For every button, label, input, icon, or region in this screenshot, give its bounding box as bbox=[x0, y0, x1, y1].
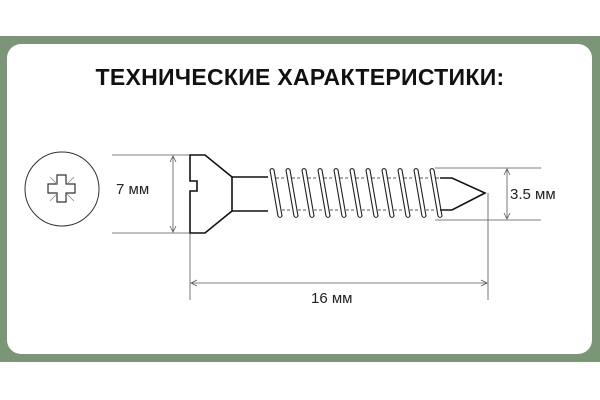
content-panel bbox=[7, 44, 592, 354]
thread-coil bbox=[349, 167, 363, 219]
thread-coil bbox=[269, 167, 283, 219]
thread-coil bbox=[365, 167, 379, 219]
head-dimension-lines bbox=[112, 154, 200, 234]
thread-coil bbox=[285, 167, 299, 219]
screw-body bbox=[189, 154, 487, 234]
thread-diameter-label: 3.5 мм bbox=[510, 186, 556, 203]
thread-coil bbox=[333, 167, 347, 219]
thread-core-line bbox=[292, 177, 306, 211]
head-diameter-label: 7 мм bbox=[116, 181, 150, 198]
thread-coil bbox=[429, 167, 443, 219]
thread-core-line bbox=[324, 177, 338, 211]
thread-coil bbox=[317, 167, 331, 219]
length-label: 16 мм bbox=[311, 290, 353, 307]
thread-core-line bbox=[388, 177, 402, 211]
thread-coil bbox=[301, 167, 315, 219]
screw-threads bbox=[269, 167, 450, 219]
thread-core-line bbox=[276, 177, 290, 211]
thread-core-line bbox=[356, 177, 370, 211]
thread-core-line bbox=[372, 177, 386, 211]
thread-dimension-lines bbox=[435, 167, 541, 221]
thread-coil bbox=[413, 167, 427, 219]
thread-core-line bbox=[340, 177, 354, 211]
page-title: ТЕХНИЧЕСКИЕ ХАРАКТЕРИСТИКИ: bbox=[95, 64, 505, 90]
thread-coil bbox=[381, 167, 395, 219]
length-dimension-lines bbox=[189, 193, 489, 300]
thread-coil bbox=[397, 167, 411, 219]
thread-core-line bbox=[404, 177, 418, 211]
thread-core-line bbox=[436, 177, 450, 211]
thread-core-line bbox=[420, 177, 434, 211]
thread-core-line bbox=[308, 177, 322, 211]
phillips-head-icon bbox=[24, 151, 100, 227]
